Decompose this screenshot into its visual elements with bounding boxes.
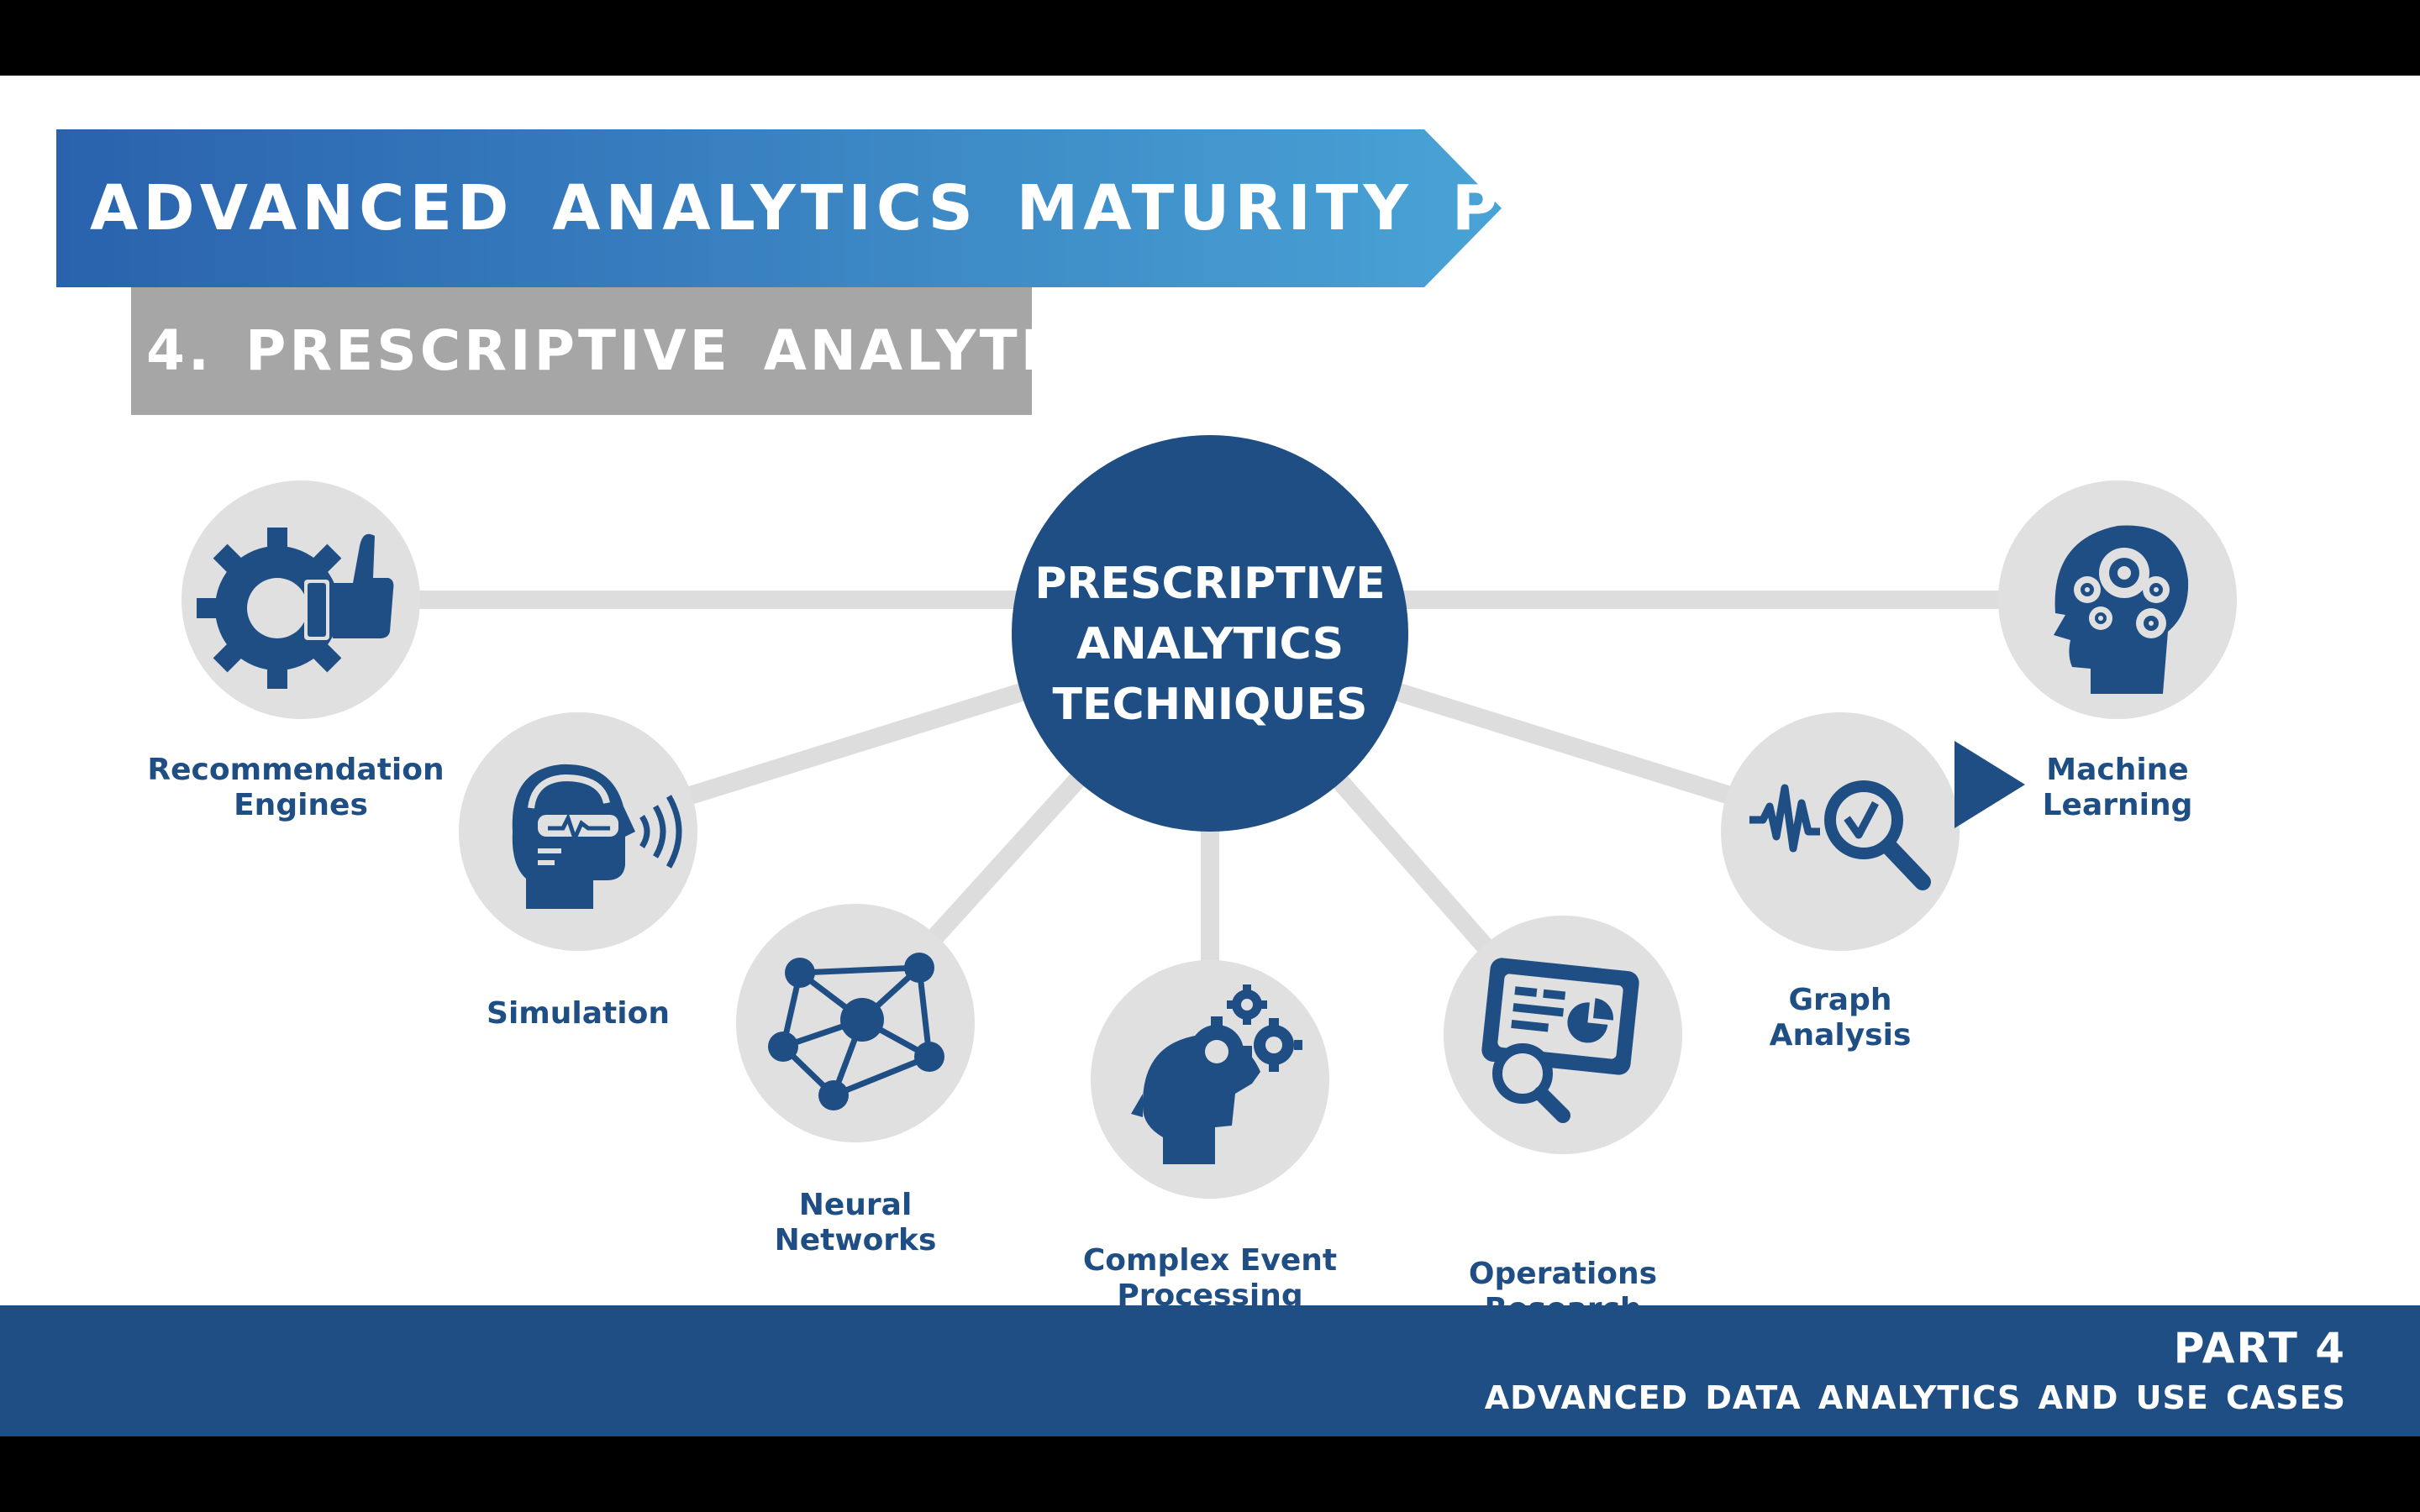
center-label-line2: ANALYTICS xyxy=(1076,619,1344,669)
node-label-machine-learning-line1: Machine xyxy=(2046,753,2188,787)
pointer-triangle-icon xyxy=(1954,741,2025,828)
node-label-neural-networks-line2: Networks xyxy=(775,1223,937,1257)
section-subtitle: 4. PRESCRIPTIVE ANALYTICS xyxy=(146,318,1134,383)
robot-head-icon xyxy=(512,764,682,909)
node-label-neural-networks-line1: Neural xyxy=(799,1188,913,1222)
network-nodes-icon xyxy=(768,953,944,1110)
techniques-diagram: Recommendation Engines Simulation xyxy=(147,435,2237,1326)
footer-bar: PART 4 ADVANCED DATA ANALYTICS AND USE C… xyxy=(0,1305,2420,1436)
node-neural-networks: Neural Networks xyxy=(736,904,975,1257)
node-label-recommendation-engines-line1: Recommendation xyxy=(147,753,444,787)
node-recommendation-engines: Recommendation Engines xyxy=(147,480,445,822)
node-graph-analysis: Graph Analysis xyxy=(1721,712,1960,1053)
section-subtitle-box: 4. PRESCRIPTIVE ANALYTICS xyxy=(131,287,1129,415)
center-node: PRESCRIPTIVE ANALYTICS TECHNIQUES xyxy=(1012,435,1408,832)
node-label-recommendation-engines-line2: Engines xyxy=(234,788,368,822)
gear-thumbs-up-icon xyxy=(197,528,394,689)
node-complex-event-processing: Complex Event Processing xyxy=(1083,960,1337,1313)
node-operations-research: Operations Research xyxy=(1444,916,1682,1326)
node-label-graph-analysis-line1: Graph xyxy=(1789,983,1892,1017)
slide: ADVANCED ANALYTICS MATURITY PATH 4. PRES… xyxy=(0,76,2420,1436)
head-gears-icon xyxy=(1131,984,1302,1164)
node-machine-learning: Machine Learning xyxy=(1998,480,2237,822)
page-title: ADVANCED ANALYTICS MATURITY PATH xyxy=(90,172,1650,244)
node-label-operations-research-line1: Operations xyxy=(1469,1257,1657,1291)
title-arrow-shape xyxy=(56,129,1502,287)
node-label-simulation: Simulation xyxy=(487,996,670,1031)
footer-part-label: PART 4 xyxy=(2173,1324,2346,1373)
center-label-line3: TECHNIQUES xyxy=(1053,680,1368,730)
node-label-complex-event-processing-line1: Complex Event xyxy=(1083,1243,1337,1278)
node-label-graph-analysis-line2: Analysis xyxy=(1770,1018,1912,1053)
node-simulation: Simulation xyxy=(459,712,697,1031)
center-label-line1: PRESCRIPTIVE xyxy=(1034,559,1385,609)
brain-gears-icon xyxy=(2054,525,2189,694)
node-label-machine-learning-line2: Learning xyxy=(2043,788,2193,822)
wave-magnifier-icon xyxy=(1749,780,1931,890)
title-banner: ADVANCED ANALYTICS MATURITY PATH xyxy=(56,129,1644,287)
footer-subtitle: ADVANCED DATA ANALYTICS AND USE CASES xyxy=(1484,1379,2346,1416)
report-magnifier-icon xyxy=(1481,958,1639,1123)
